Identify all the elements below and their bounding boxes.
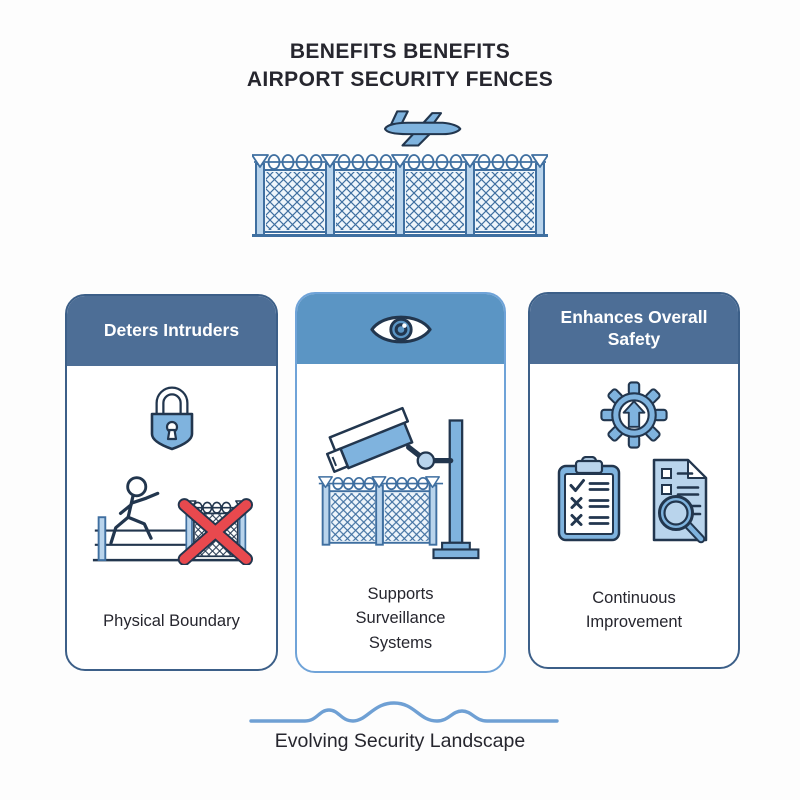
card-deters-intruders: Deters Intruders	[65, 294, 278, 671]
card-safety-header: Enhances Overall Safety	[530, 294, 738, 364]
card-safety-header-label: Enhances Overall Safety	[560, 307, 708, 349]
page-title: BENEFITS BENEFITS AIRPORT SECURITY FENCE…	[0, 38, 800, 93]
document-magnifier-icon	[648, 456, 712, 544]
security-fence-icon	[252, 148, 548, 238]
card-supports-surveillance: Supports Surveillance Systems	[295, 292, 506, 673]
gear-up-arrow-icon	[600, 381, 668, 449]
wave-line-icon	[249, 700, 559, 728]
padlock-icon	[141, 386, 203, 452]
cctv-camera-fence-icon	[315, 384, 487, 564]
checklist-clipboard-icon	[556, 456, 622, 544]
eye-icon	[369, 311, 433, 348]
card-deters-header: Deters Intruders	[67, 296, 276, 366]
safety-icons-row	[556, 456, 712, 544]
card-deters-caption: Physical Boundary	[103, 612, 240, 630]
intruder-blocked-icon	[91, 458, 253, 565]
airplane-icon	[378, 104, 462, 152]
card-deters-header-label: Deters Intruders	[103, 320, 240, 341]
title-line-2: AIRPORT SECURITY FENCES	[246, 67, 554, 91]
card-safety-caption: Continuous Improvement	[585, 589, 683, 632]
card-enhances-safety: Enhances Overall Safety	[528, 292, 740, 669]
title-line-1: BENEFITS BENEFITS	[289, 40, 511, 63]
footer-label: Evolving Security Landscape	[274, 730, 526, 752]
card-surveillance-header	[297, 294, 504, 364]
card-surveillance-caption: Supports Surveillance Systems	[355, 585, 446, 652]
